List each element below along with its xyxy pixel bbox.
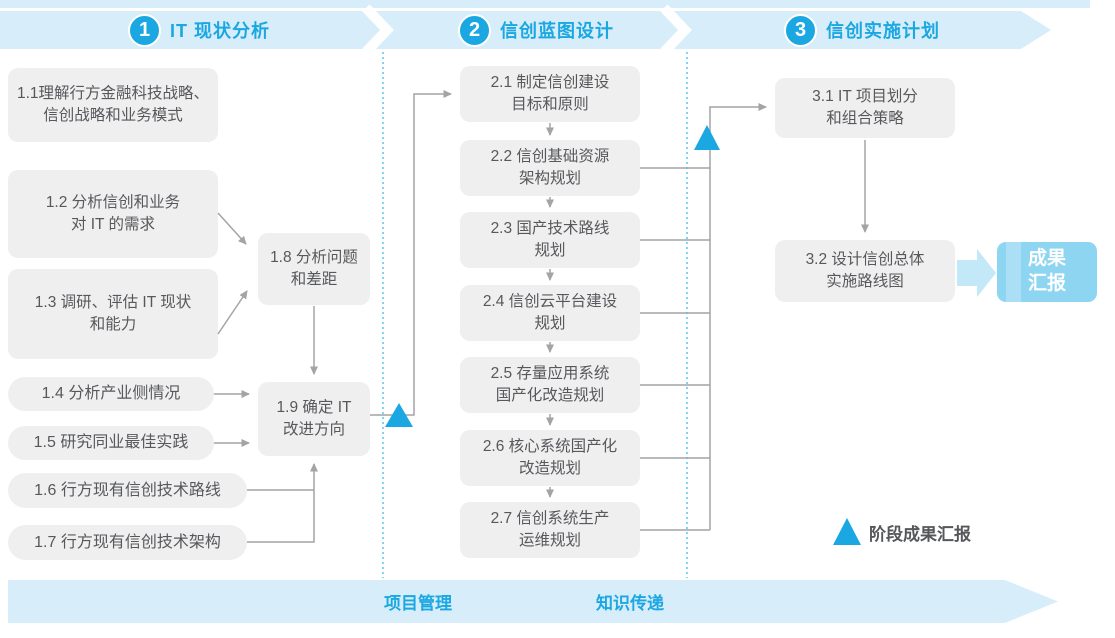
top-strip xyxy=(0,0,1090,8)
box-2-5: 2.5 存量应用系统 国产化改造规划 xyxy=(460,357,640,413)
box-1-2: 1.2 分析信创和业务 对 IT 的需求 xyxy=(8,170,218,258)
arrow-collector-to-3-1 xyxy=(709,103,767,530)
phase-3-header: 3 信创实施计划 xyxy=(784,11,940,49)
box-1-9: 1.9 确定 IT 改进方向 xyxy=(258,382,370,456)
legend-label: 阶段成果汇报 xyxy=(869,525,971,544)
box-2-3: 2.3 国产技术路线 规划 xyxy=(460,212,640,268)
bottom-band-label-project-management: 项目管理 xyxy=(384,594,452,613)
box-2-6: 2.6 核心系统国产化 改造规划 xyxy=(460,430,640,486)
box-1-4: 1.4 分析产业侧情况 xyxy=(8,377,214,411)
arrow-1-3-to-1-8 xyxy=(217,290,248,335)
box-1-8: 1.8 分析问题 和差距 xyxy=(258,233,370,305)
phase-number-badge: 1 xyxy=(128,13,161,47)
arrow-1-7-to-1-9 xyxy=(247,463,318,543)
chevron-separator-icon xyxy=(362,4,394,56)
result-arrow-icon xyxy=(957,249,996,297)
arrow-1-9-to-2-1 xyxy=(370,90,452,416)
bottom-band-label-knowledge-transfer: 知识传递 xyxy=(596,594,664,613)
milestone-triangle-icon xyxy=(694,125,720,150)
box-3-1: 3.1 IT 项目划分 和组合策略 xyxy=(775,78,955,138)
phase-title: 信创实施计划 xyxy=(826,21,940,41)
bottom-arrow-band xyxy=(8,580,1058,623)
box-1-7: 1.7 行方现有信创技术架构 xyxy=(8,525,247,560)
phase-title: 信创蓝图设计 xyxy=(500,21,614,41)
phase-number-badge: 3 xyxy=(784,13,817,47)
chevron-separator-icon xyxy=(660,4,692,56)
legend-triangle-icon xyxy=(833,518,861,545)
box-1-5: 1.5 研究同业最佳实践 xyxy=(8,426,214,460)
box-2-7: 2.7 信创系统生产 运维规划 xyxy=(460,502,640,558)
phase-number-badge: 2 xyxy=(458,13,491,47)
arrow-1-2-to-1-8 xyxy=(217,212,247,245)
box-2-2: 2.2 信创基础资源 架构规划 xyxy=(460,140,640,196)
box-2-1: 2.1 制定信创建设 目标和原则 xyxy=(460,66,640,122)
box-1-3: 1.3 调研、评估 IT 现状 和能力 xyxy=(8,269,218,359)
box-2-4: 2.4 信创云平台建设 规划 xyxy=(460,285,640,341)
phase-1-header: 1 IT 现状分析 xyxy=(128,11,270,49)
phase-2-header: 2 信创蓝图设计 xyxy=(458,11,614,49)
box-1-6: 1.6 行方现有信创技术路线 xyxy=(8,473,247,508)
box-1-1: 1.1理解行方金融科技战略、 信创战略和业务模式 xyxy=(8,68,218,142)
phase-title: IT 现状分析 xyxy=(170,21,270,41)
result-report-box: 成果 汇报 xyxy=(997,242,1097,302)
box-3-2: 3.2 设计信创总体 实施路线图 xyxy=(775,240,955,302)
milestone-triangle-icon xyxy=(385,403,413,427)
